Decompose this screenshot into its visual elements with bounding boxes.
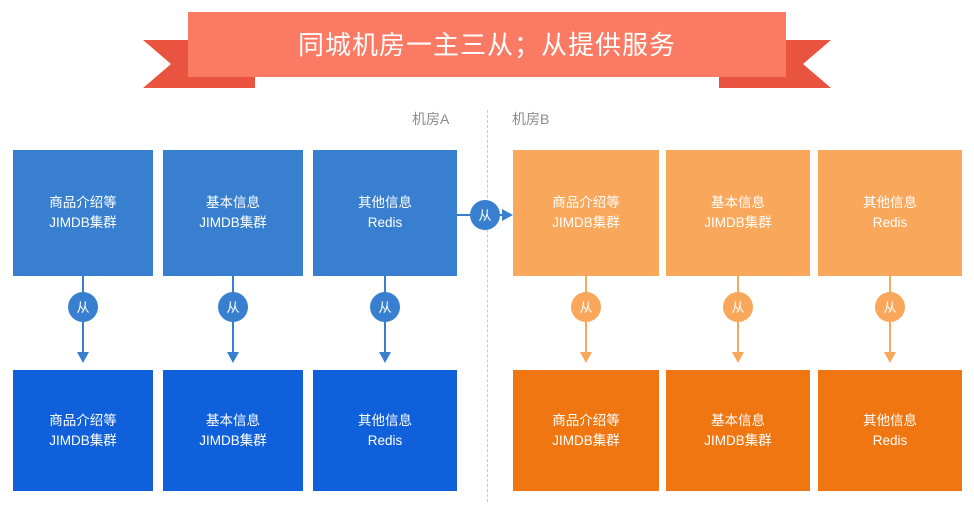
node-label-line2: Redis [872,432,908,448]
node-label-line2: JIMDB集群 [49,215,117,230]
node-label-line1: 其他信息 [358,412,412,428]
replica-connector-a-2: 从 [218,276,248,370]
node-label-line2: JIMDB集群 [199,432,267,448]
node-a-top-1[interactable]: 商品介绍等 JIMDB集群 [13,150,153,276]
arrow-down-icon [227,352,239,363]
replica-badge: 从 [571,292,601,322]
replica-connector-b-3: 从 [875,276,905,370]
node-label-line2: Redis [367,432,403,448]
node-label-line1: 商品介绍等 [552,412,620,428]
replica-badge: 从 [875,292,905,322]
node-label-line1: 其他信息 [358,195,412,210]
datacenter-divider [487,110,488,502]
node-label-line1: 商品介绍等 [49,195,117,210]
node-label-line2: JIMDB集群 [49,432,117,448]
cross-room-badge: 从 [470,200,500,230]
node-a-bottom-2[interactable]: 基本信息 JIMDB集群 [163,370,303,491]
node-label-line2: JIMDB集群 [552,432,620,448]
replica-badge: 从 [218,292,248,322]
node-label-line2: JIMDB集群 [552,215,620,230]
replica-connector-a-3: 从 [370,276,400,370]
node-label-line1: 基本信息 [711,195,765,210]
node-label-line2: JIMDB集群 [199,215,267,230]
arrow-right-icon [502,209,513,221]
replica-connector-a-1: 从 [68,276,98,370]
cross-room-connector: 从 [457,198,513,232]
banner-title: 同城机房一主三从；从提供服务 [297,29,676,60]
node-label-line2: JIMDB集群 [704,432,772,448]
arrow-down-icon [884,352,896,363]
replica-badge: 从 [723,292,753,322]
node-label-line2: Redis [872,215,908,230]
node-b-bottom-3[interactable]: 其他信息 Redis [818,370,962,491]
arrow-down-icon [379,352,391,363]
node-b-top-3[interactable]: 其他信息 Redis [818,150,962,276]
arrow-down-icon [580,352,592,363]
node-label-line1: 商品介绍等 [49,412,117,428]
node-b-top-1[interactable]: 商品介绍等 JIMDB集群 [513,150,659,276]
title-banner: 同城机房一主三从；从提供服务 [143,6,831,88]
ribbon-band: 同城机房一主三从；从提供服务 [188,12,786,77]
node-b-bottom-2[interactable]: 基本信息 JIMDB集群 [666,370,810,491]
node-label-line1: 基本信息 [711,412,765,428]
node-label-line1: 其他信息 [863,195,917,210]
node-b-top-2[interactable]: 基本信息 JIMDB集群 [666,150,810,276]
arrow-down-icon [732,352,744,363]
node-label-line2: Redis [367,215,403,230]
room-label-b: 机房B [512,111,550,127]
node-label-line1: 商品介绍等 [552,195,620,210]
node-b-bottom-1[interactable]: 商品介绍等 JIMDB集群 [513,370,659,491]
node-a-top-3[interactable]: 其他信息 Redis [313,150,457,276]
replica-connector-b-2: 从 [723,276,753,370]
arrow-down-icon [77,352,89,363]
node-label-line1: 基本信息 [206,412,260,428]
node-label-line1: 基本信息 [206,195,260,210]
node-a-bottom-1[interactable]: 商品介绍等 JIMDB集群 [13,370,153,491]
node-label-line1: 其他信息 [863,412,917,428]
replica-connector-b-1: 从 [571,276,601,370]
node-a-top-2[interactable]: 基本信息 JIMDB集群 [163,150,303,276]
replica-badge: 从 [68,292,98,322]
replica-badge: 从 [370,292,400,322]
node-a-bottom-3[interactable]: 其他信息 Redis [313,370,457,491]
room-label-a: 机房A [412,111,450,127]
node-label-line2: JIMDB集群 [704,215,772,230]
